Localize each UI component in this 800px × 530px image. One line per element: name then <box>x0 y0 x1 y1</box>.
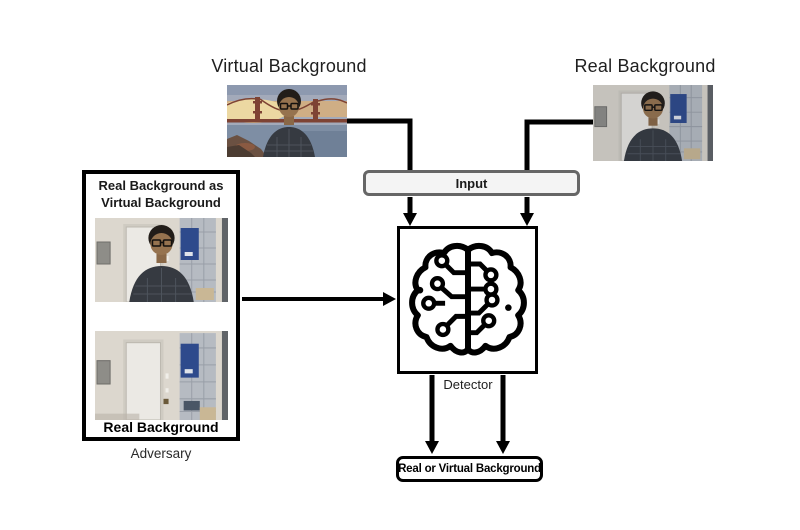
output-box-label: Real or Virtual Background <box>398 463 541 475</box>
brain-circuit-icon <box>408 242 527 356</box>
adversary-real-background-label: Real Background <box>103 419 219 435</box>
real-background-image <box>593 85 713 161</box>
real-background-room-image <box>95 331 228 420</box>
output-box: Real or Virtual Background <box>396 456 543 482</box>
input-box: Input <box>363 170 580 196</box>
adversary-caption: Adversary <box>130 446 192 461</box>
input-box-label: Input <box>455 175 488 191</box>
detector-caption: Detector <box>443 377 493 392</box>
real-background-as-virtual-background-image <box>95 218 228 302</box>
virtual-background-image <box>227 85 347 157</box>
real-background-title: Real Background <box>574 56 716 76</box>
detector-box <box>397 226 538 374</box>
virtual-background-title: Virtual Background <box>211 56 367 76</box>
adversary-box-title: Real Background as Virtual Background <box>98 178 224 210</box>
